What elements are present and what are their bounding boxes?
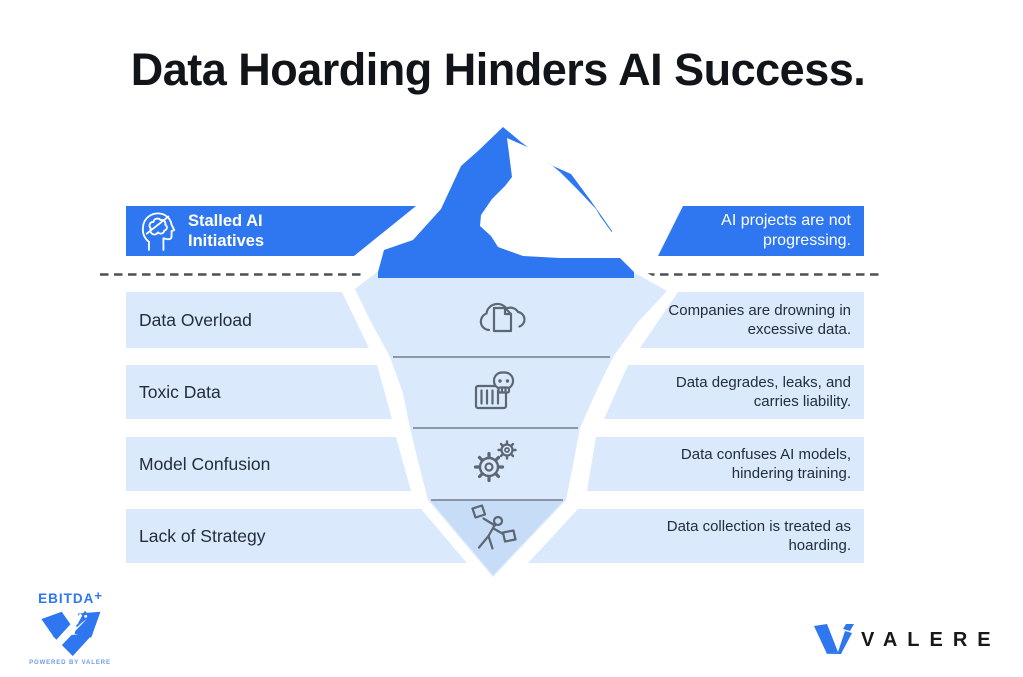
ebitda-plus-logo: EBITDA+ POWERED BY VALERE [22,588,118,666]
iceberg-bottom-tip [430,500,564,575]
figure-carrying-boxes-icon [471,504,517,550]
toxic-data-label: Toxic Data [139,381,221,402]
model-confusion-label: Model Confusion [139,453,271,474]
valere-v-mark [814,624,854,654]
lack-of-strategy-label: Lack of Strategy [139,525,266,546]
toxic-data-description-row: Data degrades, leaks, and carries liabil… [604,365,864,419]
lack-of-strategy-description-row: Data collection is treated as hoarding. [528,509,864,563]
data-overload-row: Data Overload [126,292,369,348]
ebitda-text: EBITDA [38,591,95,606]
data-overload-description: Companies are drowning in excessive data… [668,301,851,338]
cloud-document-icon [479,302,526,333]
iceberg-tip-facet [480,138,622,258]
powered-by-valere-text: POWERED BY VALERE [29,660,111,666]
rocket-icon [75,610,91,628]
ebitda-w-mark [41,610,101,656]
page-title: Data Hoarding Hinders AI Success. [130,44,866,95]
data-overload-description-row: Companies are drowning in excessive data… [640,292,864,348]
stalled-ai-row-right: AI projects are not progressing. [658,206,864,256]
skull-crate-icon [474,371,515,410]
ebitda-plus-sign: + [94,588,102,603]
lack-of-strategy-row: Lack of Strategy [126,509,467,563]
model-confusion-description: Data confuses AI models, hindering train… [680,445,851,482]
head-brain-crossed-icon [141,212,176,251]
model-confusion-description-row: Data confuses AI models, hindering train… [587,437,864,491]
model-confusion-row: Model Confusion [126,437,411,491]
ebitda-wordmark: EBITDA+ [38,588,102,608]
lack-of-strategy-description: Data collection is treated as hoarding. [666,517,851,554]
gears-icon [473,440,517,483]
stalled-ai-label: Stalled AI Initiatives [188,211,265,250]
valere-text: VALERE [861,628,1001,651]
iceberg-tip-outline [371,120,641,279]
iceberg-tip [378,127,634,278]
valere-logo: VALERE [814,624,1001,655]
toxic-data-row: Toxic Data [126,365,392,419]
stalled-ai-row-left: Stalled AI Initiatives [126,206,416,256]
stalled-ai-description: AI projects are not progressing. [721,211,851,249]
toxic-data-description: Data degrades, leaks, and carries liabil… [675,373,851,410]
data-overload-label: Data Overload [139,309,252,330]
